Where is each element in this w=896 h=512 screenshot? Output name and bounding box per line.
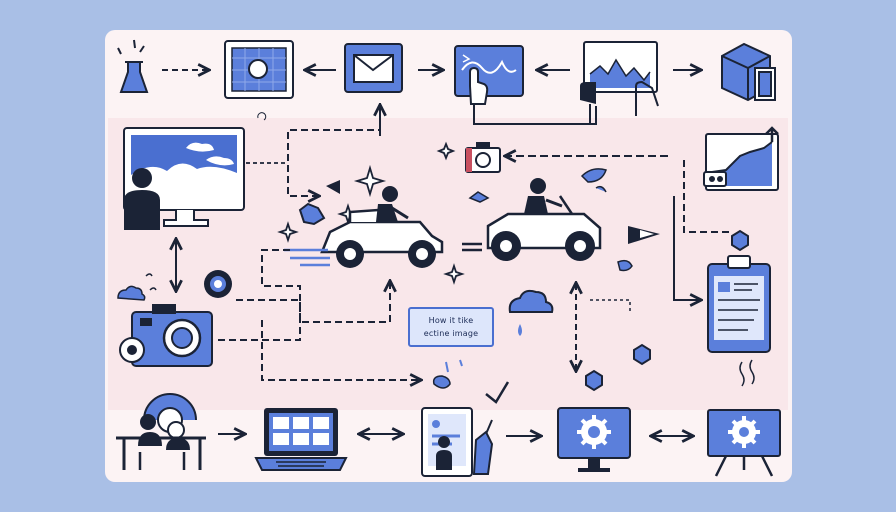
image-frame-icon: [225, 41, 293, 98]
camera-icon: [120, 304, 212, 366]
hex-node-icon: [586, 371, 602, 390]
gear-icon: [204, 270, 232, 298]
hex-node-icon: [732, 231, 748, 250]
gear-monitor-icon: [558, 408, 630, 472]
center-label-line1: How it tike: [410, 314, 492, 327]
growth-chart-icon: [704, 128, 778, 190]
tablet-user-icon: [422, 408, 492, 476]
touch-screen-icon: [455, 46, 523, 104]
center-label-box: How it tike ectine image: [408, 307, 494, 347]
hands-holding-chart-icon: [580, 42, 658, 124]
flask-icon: [118, 40, 147, 92]
hex-node-icon: [634, 345, 650, 364]
cube-icon: [722, 44, 775, 100]
laptop-icon: [256, 408, 346, 470]
gear-screen-icon: [708, 410, 780, 476]
rock-icon: [434, 376, 450, 388]
envelope-icon: [345, 44, 402, 92]
leaf-icon: [618, 261, 632, 271]
center-label-line2: ectine image: [410, 327, 492, 340]
